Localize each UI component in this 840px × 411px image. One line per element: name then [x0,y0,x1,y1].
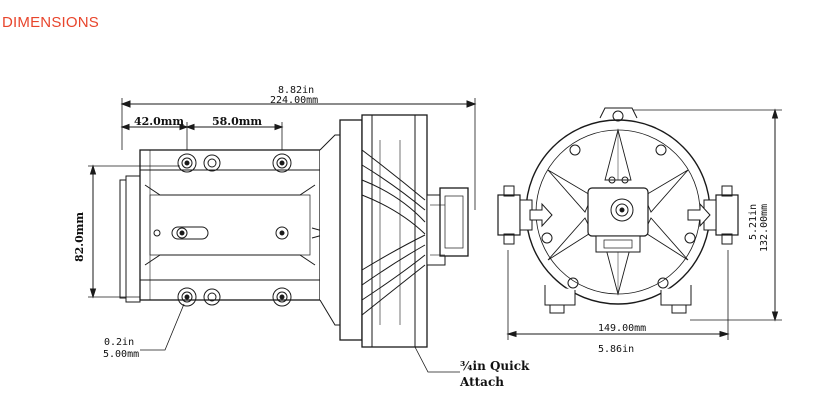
quick-attach-label-line1: ¾in Quick [460,359,530,373]
hole-spacing-1-label: 42.0mm [134,115,184,128]
mount-hole-bottom-left [177,287,197,307]
flow-arrow-left-icon [529,202,553,228]
page-title: DIMENSIONS [2,14,100,31]
side-view [88,98,477,373]
overall-length-in-label: 8.82in [278,85,314,96]
hole-spacing-2-label: 58.0mm [212,115,262,128]
hole-dia-mm-label: 5.00mm [103,349,139,360]
mount-hole-top-left [177,153,197,173]
mount-hole-bottom-mid [203,288,221,306]
head-width-mm-label: 149.00mm [598,323,646,334]
flow-arrow-right-icon [687,202,711,228]
head-width-in-label: 5.86in [598,344,634,355]
front-view [497,107,782,340]
mount-hole-top-mid [203,154,221,172]
overall-length-mm-label: 224.00mm [270,95,318,106]
head-height-in-label: 5.21in [748,204,759,240]
mount-hole-bottom-right [272,287,292,307]
head-height-mm-label: 132.00mm [759,204,770,252]
hole-dia-in-label: 0.2in [104,337,134,348]
mount-hole-top-right [272,153,292,173]
quick-attach-label-line2: Attach [459,375,504,389]
mount-height-label: 82.0mm [73,212,86,262]
